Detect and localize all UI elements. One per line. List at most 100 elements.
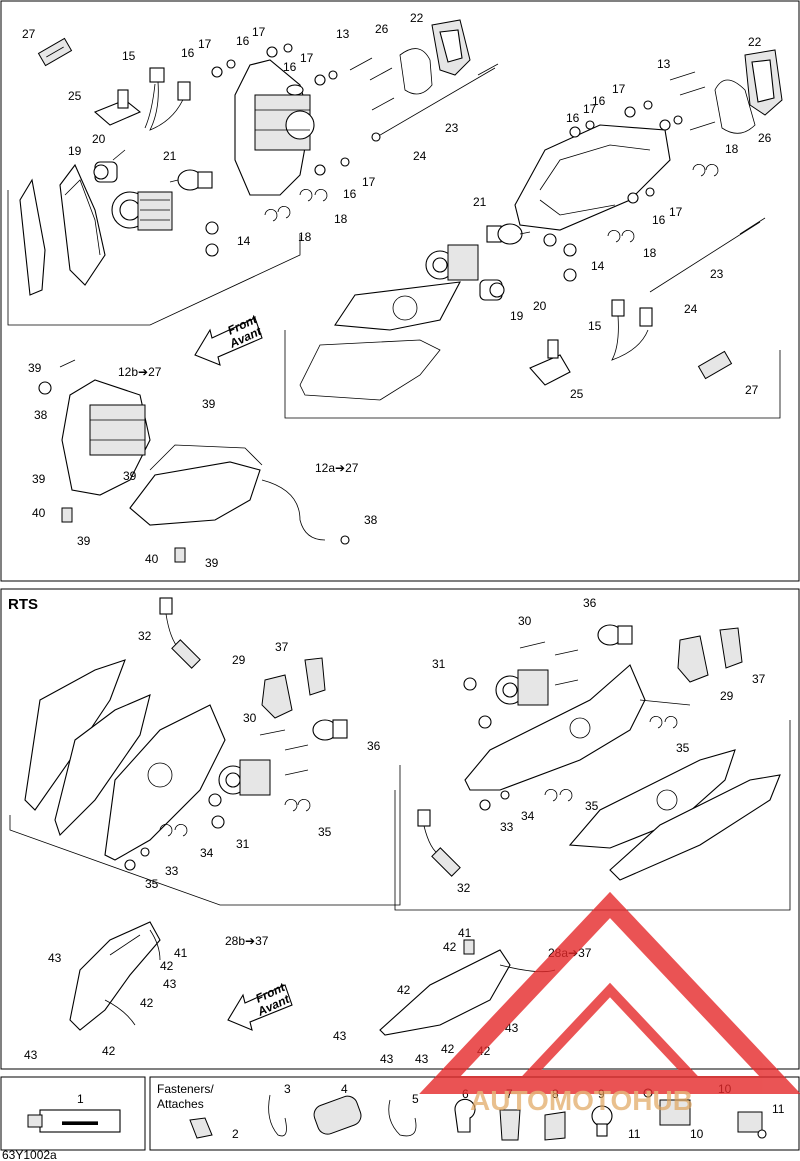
projector-rts-left (208, 759, 271, 829)
callout: 43 (380, 1052, 394, 1066)
callout: 16 (652, 213, 666, 227)
callout: 31 (236, 837, 250, 851)
callout: 13 (336, 27, 350, 41)
rts-label: RTS (8, 596, 38, 613)
covers-29-37-left (261, 657, 326, 719)
callout: 11 (772, 1102, 785, 1116)
harness-32-right (417, 809, 461, 877)
callout: 27 (22, 27, 36, 41)
bracket-25-right (529, 339, 571, 386)
callout: 31 (432, 657, 446, 671)
callout: 42 (441, 1042, 455, 1056)
callout: 30 (243, 711, 257, 725)
callout: 20 (92, 132, 106, 146)
housing-rts-right (464, 664, 691, 791)
callout: 20 (533, 299, 547, 313)
callout: 39 (28, 361, 42, 375)
callout: 27 (745, 383, 759, 397)
callout: 17 (198, 37, 212, 51)
bracket-25-top (93, 89, 142, 126)
callout: 14 (237, 234, 251, 248)
callout: 16 (236, 34, 250, 48)
socket-19-top (93, 149, 126, 183)
callout: 28b➔37 (225, 934, 269, 948)
callouts-top: 27 15 16 17 16 17 16 17 13 26 22 25 20 1… (22, 11, 772, 570)
bulb-21-top (169, 169, 213, 191)
assembly-12a (61, 444, 350, 563)
callout: 32 (457, 881, 471, 895)
callout: 17 (612, 82, 626, 96)
callout: 42 (397, 983, 411, 997)
callout: 17 (669, 205, 683, 219)
housing-top-center (234, 59, 315, 196)
callout: 33 (165, 864, 179, 878)
connector-27-right (697, 350, 733, 380)
callout: 42 (102, 1044, 116, 1058)
screws-top (349, 57, 395, 111)
callout: 36 (367, 739, 381, 753)
callout: 40 (145, 552, 159, 566)
fasteners-title: Fasteners/ (157, 1082, 214, 1096)
callout: 43 (333, 1029, 347, 1043)
callout: 3 (284, 1082, 291, 1096)
callout: 41 (174, 946, 188, 960)
callout: 19 (510, 309, 524, 323)
clips-18-top-left (264, 189, 328, 222)
svg-text:▬▬▬: ▬▬▬ (62, 1114, 98, 1128)
top-panel-frame (0, 0, 800, 582)
callout: 43 (163, 977, 177, 991)
callout: 13 (657, 57, 671, 71)
projector-rts-right (463, 669, 549, 729)
bulb-36-right (597, 624, 633, 646)
screws-top-right (543, 71, 716, 282)
front-arrow-top (194, 317, 263, 366)
assembly-12b (38, 359, 151, 496)
bulb-36-left (312, 719, 348, 741)
fastener-glyphs (189, 1088, 767, 1141)
callout: 42 (140, 996, 154, 1010)
callout: 25 (570, 387, 584, 401)
callout: 22 (410, 11, 424, 25)
fasteners-title-fr: Attaches (157, 1097, 204, 1111)
callout: 18 (298, 230, 312, 244)
lens-rts-left (24, 659, 226, 861)
callout: 30 (518, 614, 532, 628)
bulb-21-right (486, 223, 531, 245)
callout: 17 (362, 175, 376, 189)
nuts-top (205, 43, 350, 257)
lens-top-left (19, 163, 106, 296)
callout: 34 (521, 809, 535, 823)
callout: 33 (500, 820, 514, 834)
grease-tube-1: ▬▬▬ (27, 1109, 121, 1133)
projector-module-top-left (111, 191, 173, 231)
callout: 39 (205, 556, 219, 570)
callout: 26 (375, 22, 389, 36)
callout: 16 (283, 60, 297, 74)
callout: 18 (643, 246, 657, 260)
harness-15-top (144, 67, 191, 131)
callout: 26 (758, 131, 772, 145)
callout: 15 (588, 319, 602, 333)
callout: 17 (252, 25, 266, 39)
housing-top-right (514, 124, 671, 231)
clips-18-right (607, 164, 719, 243)
callout: 43 (48, 951, 62, 965)
callout: 16 (592, 94, 606, 108)
callout: 32 (138, 629, 152, 643)
watermark-logo: AUTOMOTOHUB (419, 891, 800, 1116)
top-left-section-line (7, 190, 301, 326)
callout: 29 (232, 653, 246, 667)
gasket-26-top (399, 48, 433, 95)
top-right-section-line (284, 330, 781, 419)
callout: 40 (32, 506, 46, 520)
tube-panel-frame (0, 1076, 146, 1151)
callout: 35 (318, 825, 332, 839)
rts-right-section-line (394, 720, 791, 911)
callout: 17 (583, 102, 597, 116)
callout: 35 (145, 877, 159, 891)
callout: 37 (275, 640, 289, 654)
callout: 23 (710, 267, 724, 281)
callout: 39 (77, 534, 91, 548)
callout: 17 (300, 51, 314, 65)
